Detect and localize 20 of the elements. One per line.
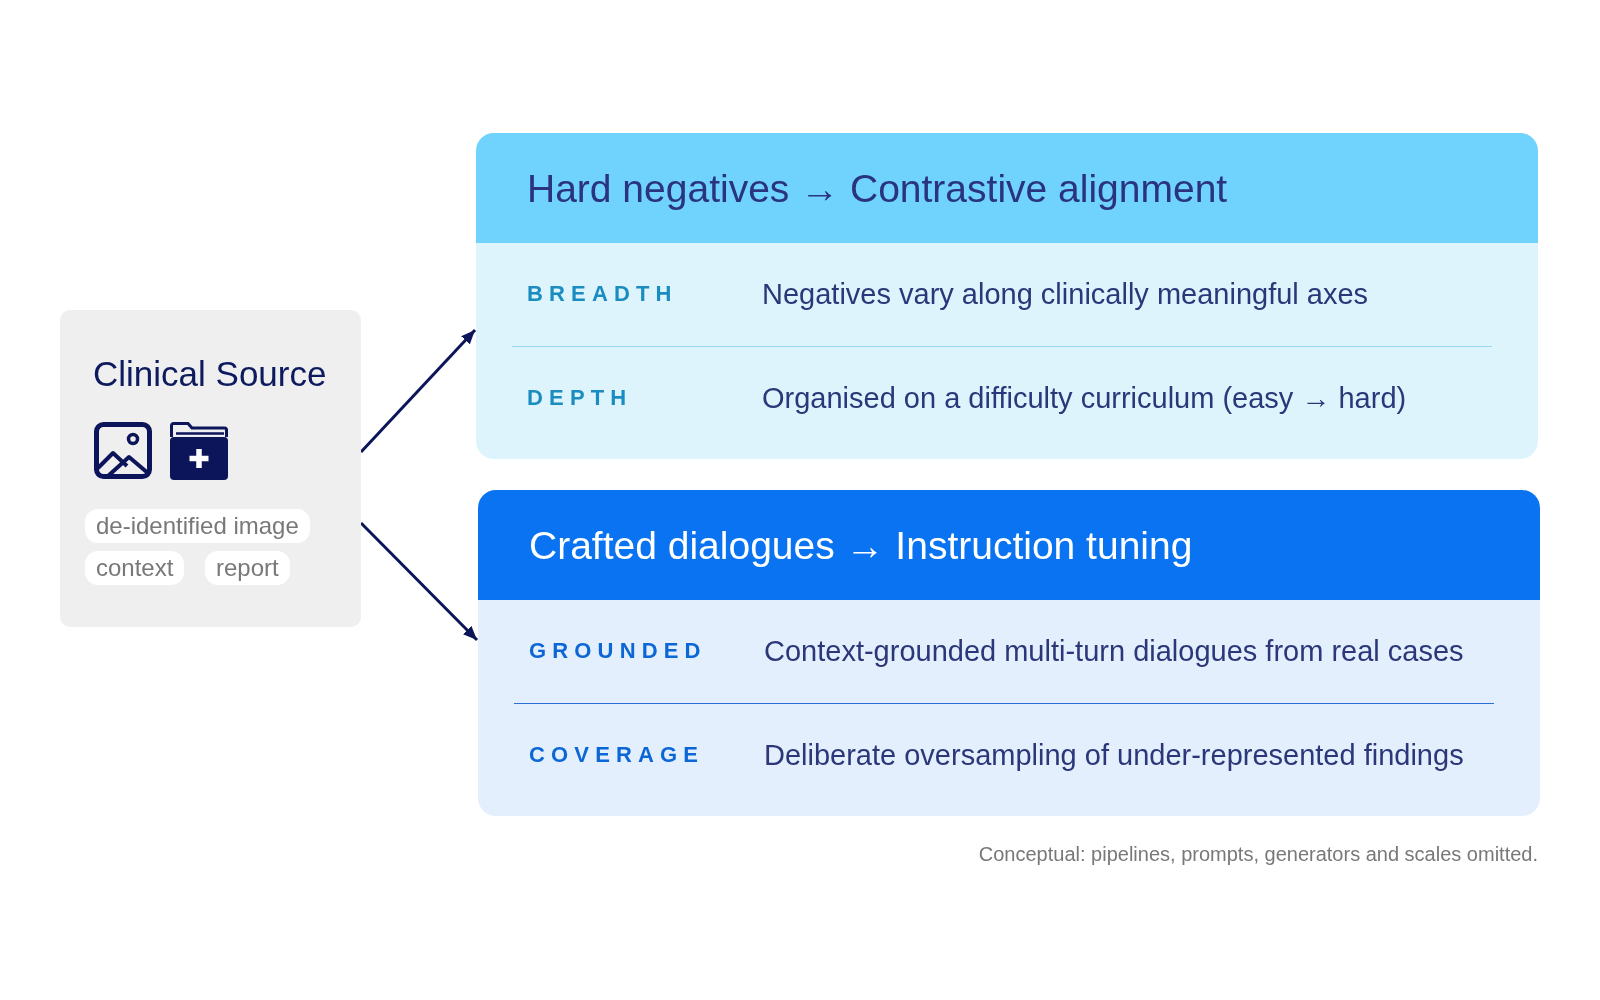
tag-chip: context [85, 551, 185, 585]
footnote-text: Conceptual: pipelines, prompts, generators and scales omitted. [978, 842, 1538, 867]
tag-chip: report [205, 551, 290, 585]
card-title: Hard negatives → Contrastive alignment [527, 166, 1228, 212]
row-description: Negatives vary along clinically meaningful axes [762, 277, 1369, 311]
row-label: COVERAGE [529, 742, 705, 768]
row-description: Deliberate oversampling of under-represented findings [764, 738, 1464, 772]
arrow [359, 328, 477, 454]
arrow [359, 521, 479, 642]
source-panel [60, 310, 361, 627]
info-card [478, 490, 1540, 816]
panel-title: Clinical Source [93, 354, 327, 394]
row-label: BREADTH [527, 281, 678, 307]
row-label: DEPTH [527, 385, 633, 411]
info-card [476, 133, 1538, 459]
card-title: Crafted dialogues → Instruction tuning [529, 523, 1193, 569]
row-description: Context-grounded multi-turn dialogues from real cases [764, 634, 1464, 668]
tag-chip: de-identified image [85, 509, 310, 543]
row-description: Organised on a difficulty curriculum (easy → hard) [762, 381, 1407, 415]
row-label: GROUNDED [529, 638, 707, 664]
